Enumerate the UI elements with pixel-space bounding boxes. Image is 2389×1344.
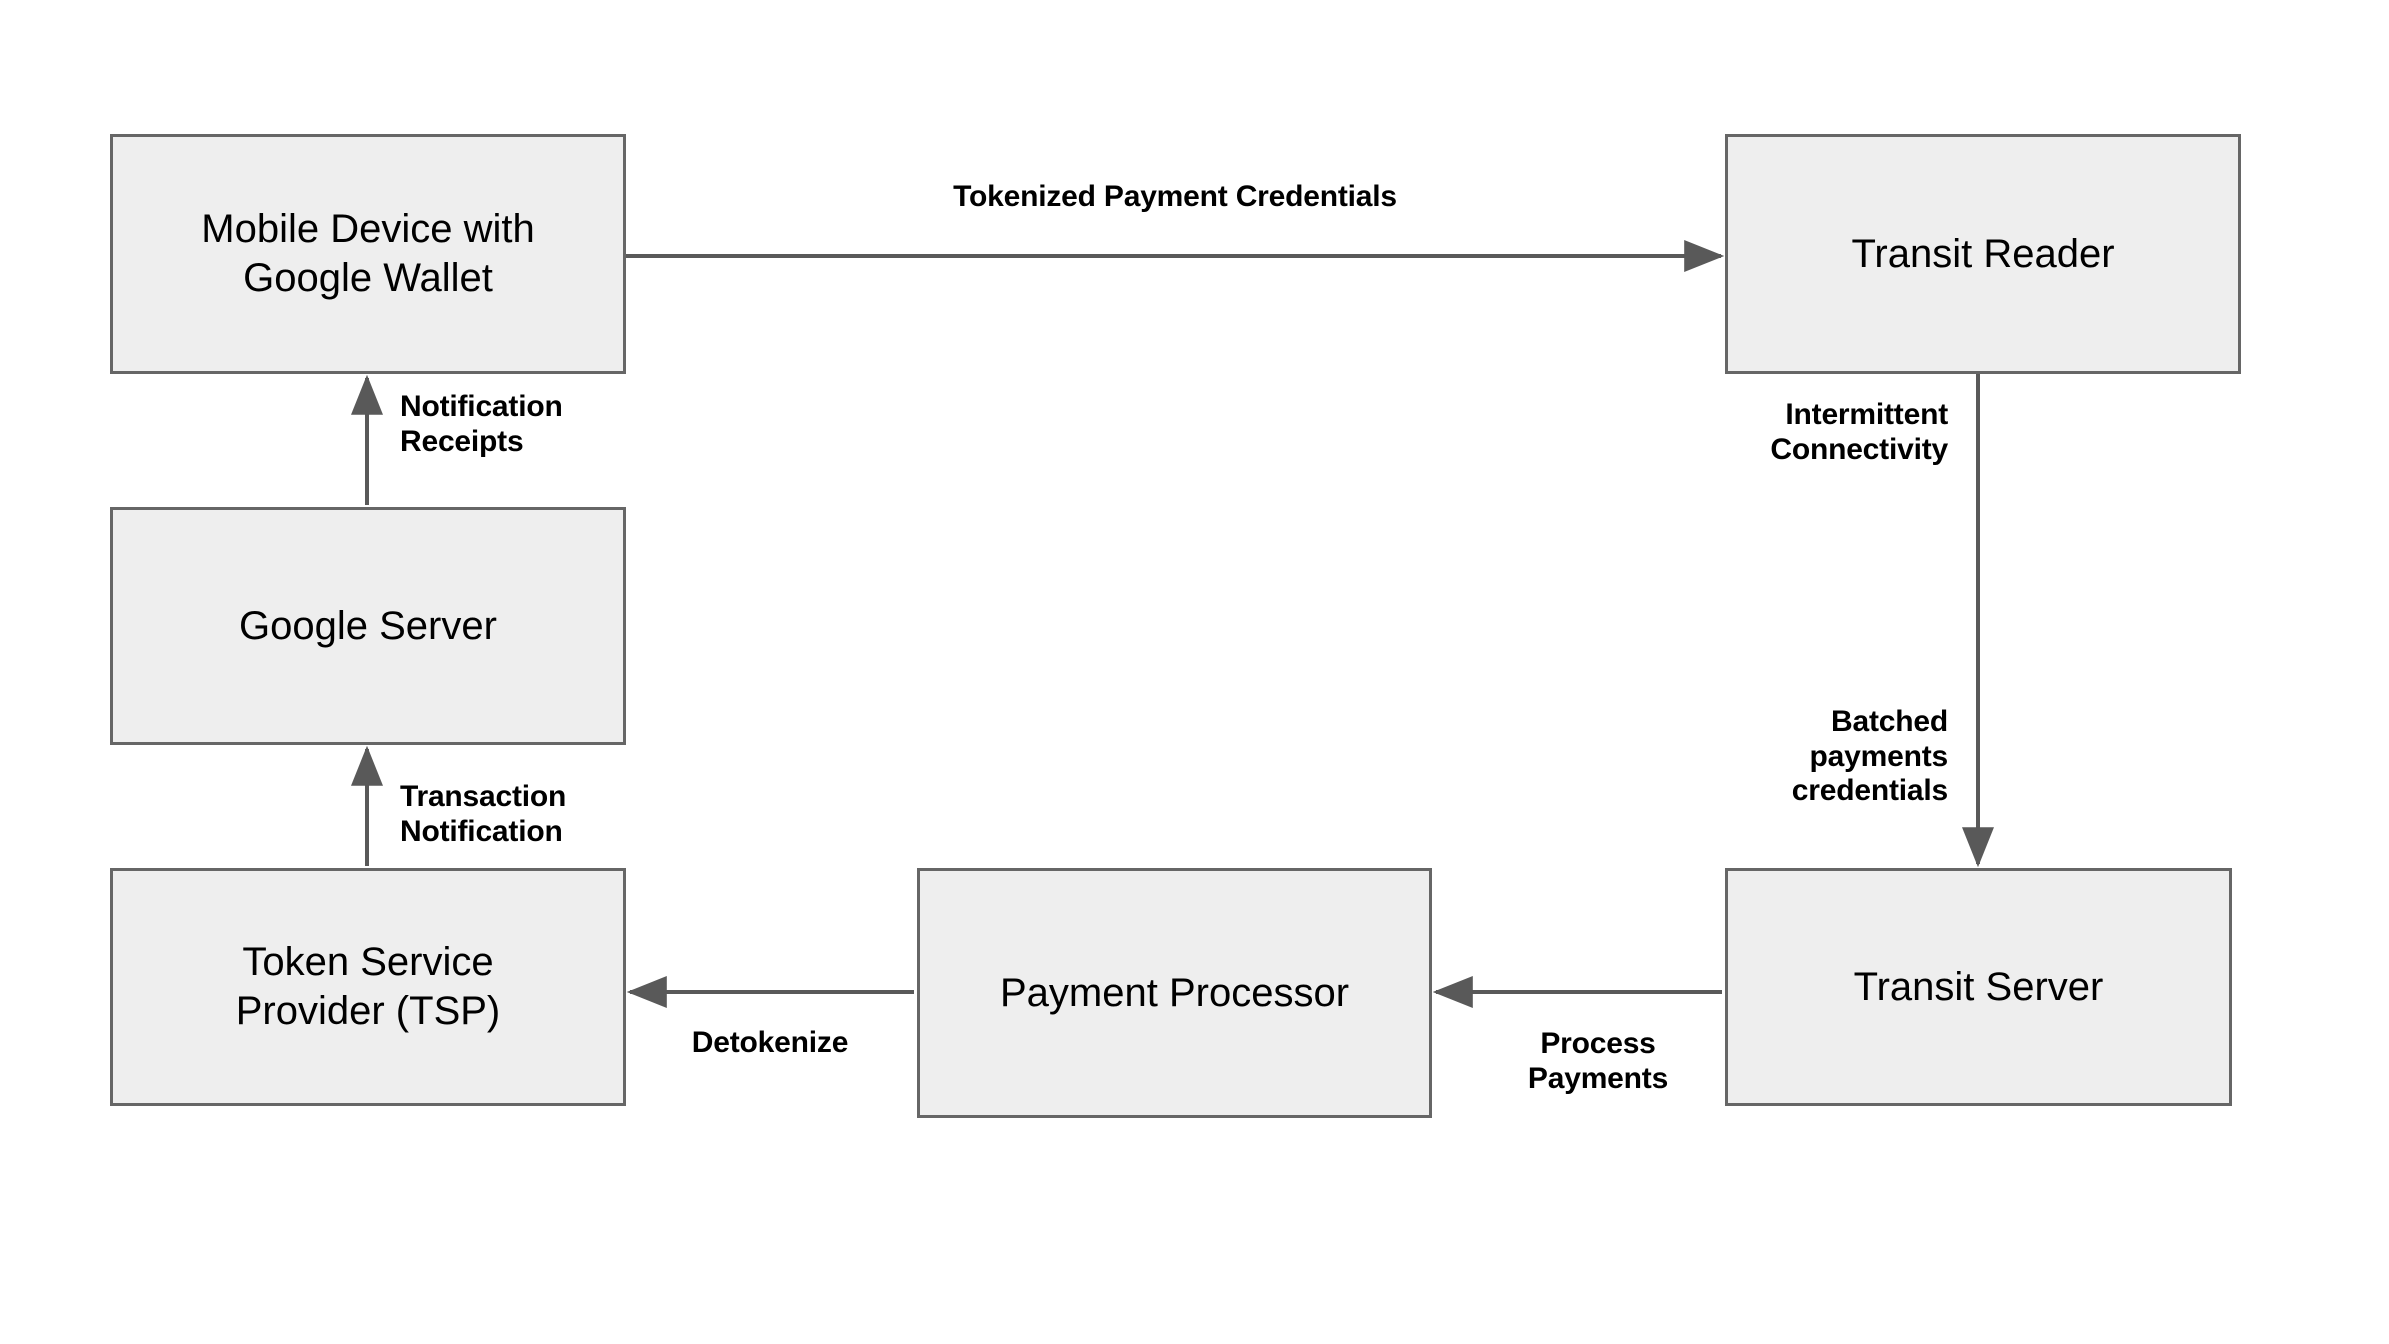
edge-label-detokenize: Detokenize (691, 1026, 849, 1059)
node-transit-server-label: Transit Server (1853, 964, 2104, 1009)
node-payment-processor[interactable]: Payment Processor (917, 868, 1432, 1118)
node-google-server[interactable]: Google Server (110, 507, 626, 745)
edge-label-intermittent-connectivity: Intermittent Connectivity (1770, 398, 1948, 466)
edge-label-transaction-notification: Transaction Notification (400, 780, 567, 848)
node-mobile-device[interactable]: Mobile Device with Google Wallet (110, 134, 626, 374)
node-transit-server[interactable]: Transit Server (1725, 868, 2232, 1106)
node-transit-reader-label: Transit Reader (1851, 231, 2115, 276)
node-token-service-provider[interactable]: Token Service Provider (TSP) (110, 868, 626, 1106)
node-google-server-label: Google Server (239, 603, 497, 648)
node-payment-processor-label: Payment Processor (999, 970, 1350, 1015)
edge-label-process-payments: Process Payments (1527, 1027, 1669, 1095)
node-transit-reader[interactable]: Transit Reader (1725, 134, 2241, 374)
edge-label-batched-payments-credentials: Batched payments credentials (1791, 705, 1948, 807)
edge-label-notification-receipts: Notification Receipts (400, 390, 563, 458)
node-token-service-provider-label: Token Service Provider (TSP) (235, 940, 501, 1033)
edge-label-tokenized-payment-credentials: Tokenized Payment Credentials (953, 180, 1397, 213)
node-mobile-device-label: Mobile Device with Google Wallet (201, 207, 535, 300)
